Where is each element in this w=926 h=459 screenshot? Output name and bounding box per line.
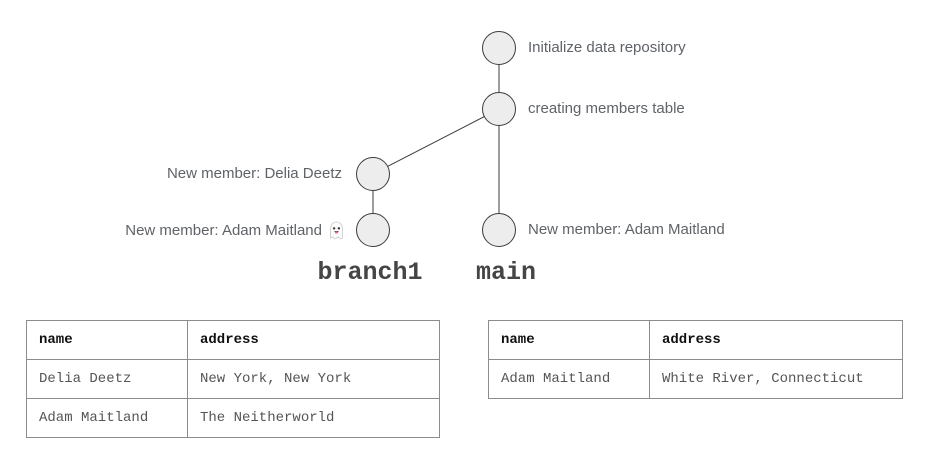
commit-message-delia: New member: Delia Deetz bbox=[166, 165, 342, 182]
cell-name: Adam Maitland bbox=[26, 398, 188, 438]
ghost-emoji-icon bbox=[328, 221, 345, 240]
table-row: Delia Deetz New York, New York bbox=[26, 359, 440, 399]
commit-node-delia bbox=[356, 157, 390, 191]
table-row: Adam Maitland The Neitherworld bbox=[26, 398, 440, 438]
commit-node-adam-main bbox=[482, 213, 516, 247]
edge-members-to-delia bbox=[372, 108, 500, 175]
cell-address: White River, Connecticut bbox=[649, 359, 903, 399]
column-header-name: name bbox=[26, 320, 188, 360]
column-header-name: name bbox=[488, 320, 650, 360]
table-row: Adam Maitland White River, Connecticut bbox=[488, 359, 903, 399]
branch1-table: name address Delia Deetz New York, New Y… bbox=[26, 320, 440, 438]
cell-address: New York, New York bbox=[187, 359, 440, 399]
cell-address: The Neitherworld bbox=[187, 398, 440, 438]
table-header-row: name address bbox=[488, 320, 903, 360]
commit-node-init bbox=[482, 31, 516, 65]
commit-message-members-table: creating members table bbox=[528, 100, 685, 117]
commit-graph bbox=[356, 31, 516, 247]
column-header-address: address bbox=[649, 320, 903, 360]
commit-message-adam-main: New member: Adam Maitland bbox=[528, 221, 725, 238]
table-header-row: name address bbox=[26, 320, 440, 360]
commit-message-adam-branch1-text: New member: Adam Maitland bbox=[125, 221, 322, 239]
commit-message-adam-branch1: New member: Adam Maitland bbox=[125, 221, 345, 240]
cell-name: Delia Deetz bbox=[26, 359, 188, 399]
branch-label-main: main bbox=[475, 258, 537, 287]
commit-node-members-table bbox=[482, 92, 516, 126]
commit-message-init: Initialize data repository bbox=[528, 39, 686, 56]
column-header-address: address bbox=[187, 320, 440, 360]
main-table: name address Adam Maitland White River, … bbox=[488, 320, 903, 399]
commit-node-adam-branch1 bbox=[356, 213, 390, 247]
cell-name: Adam Maitland bbox=[488, 359, 650, 399]
branch-label-branch1: branch1 bbox=[317, 258, 423, 287]
